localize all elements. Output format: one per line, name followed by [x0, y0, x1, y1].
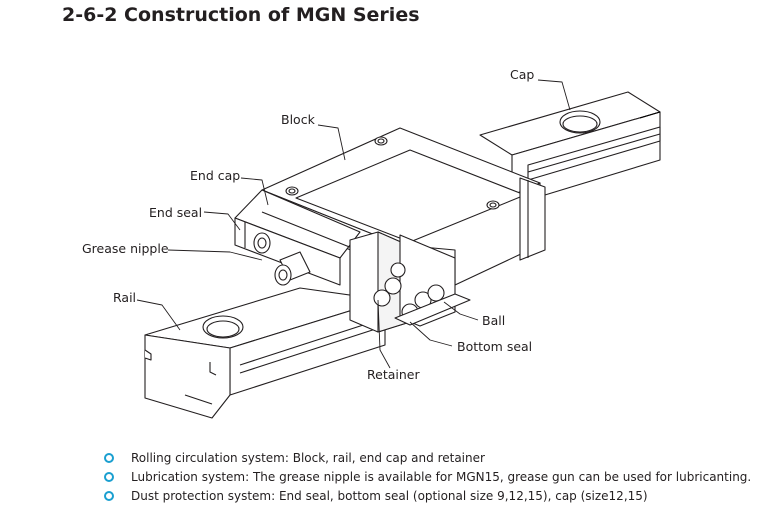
list-item: Rolling circulation system: Block, rail,…: [104, 449, 751, 468]
grease-nipple: [253, 232, 311, 286]
list-item-text: Lubrication system: The grease nipple is…: [131, 470, 752, 484]
label-block: Block: [281, 112, 315, 127]
bolt-hole: [285, 186, 299, 196]
label-cap: Cap: [510, 67, 535, 82]
label-end-cap: End cap: [190, 168, 241, 183]
page-title: 2-6-2 Construction of MGN Series: [62, 4, 420, 26]
label-retainer: Retainer: [367, 367, 420, 382]
block: [234, 127, 546, 333]
label-ball: Ball: [482, 313, 506, 328]
label-rail: Rail: [113, 290, 137, 305]
list-item-text: Dust protection system: End seal, bottom…: [131, 489, 648, 503]
list-item-text: Rolling circulation system: Block, rail,…: [131, 451, 485, 465]
bullet-circle-icon: [104, 453, 114, 463]
rail-front: [144, 287, 386, 419]
mgn-construction-diagram: [136, 79, 661, 419]
cap-hole-back: [559, 110, 601, 134]
leader-lines: [136, 79, 571, 369]
feature-list: Rolling circulation system: Block, rail,…: [104, 449, 751, 506]
bolt-hole: [374, 136, 388, 146]
bullet-circle-icon: [104, 491, 114, 501]
label-bottom-seal: Bottom seal: [457, 339, 533, 354]
bolt-hole: [486, 200, 500, 210]
bottom-seal-strip: [394, 293, 471, 326]
cap-hole-front: [202, 315, 244, 339]
list-item: Dust protection system: End seal, bottom…: [104, 487, 751, 506]
bullet-circle-icon: [104, 472, 114, 482]
list-item: Lubrication system: The grease nipple is…: [104, 468, 751, 487]
label-grease-nipple: Grease nipple: [82, 241, 169, 256]
rail-back: [479, 91, 661, 206]
label-end-seal: End seal: [149, 205, 203, 220]
